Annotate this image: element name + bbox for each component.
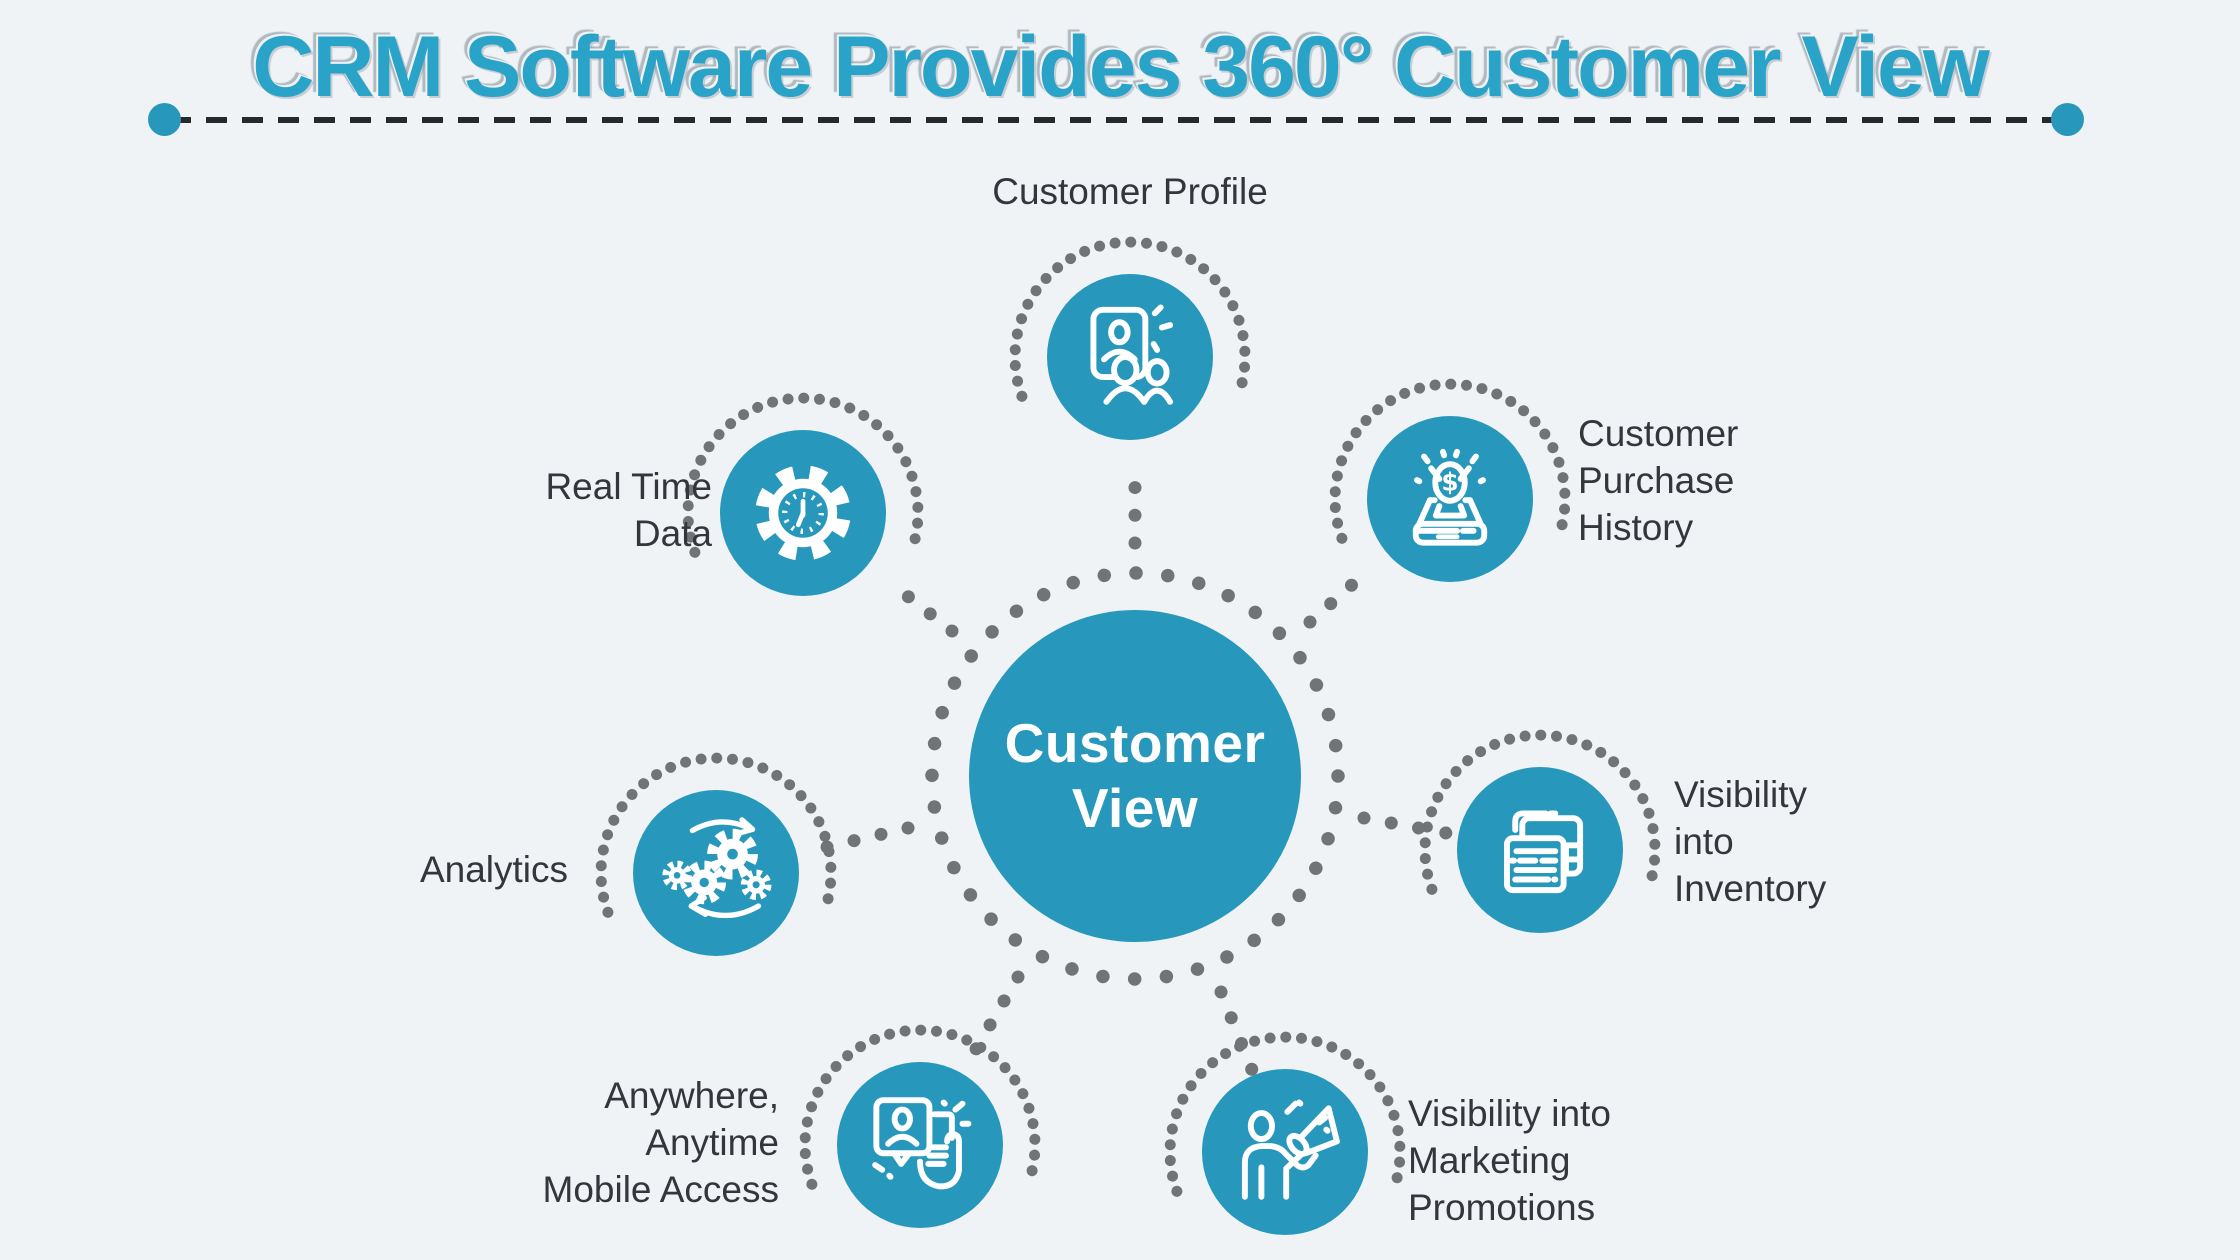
satellite-circle-marketing (1202, 1069, 1368, 1235)
connector-mobile-access (969, 970, 1025, 1056)
satellite-circle-real-time-data (720, 430, 886, 596)
realtime-gear-clock-icon (755, 465, 851, 561)
arc-marketing (1164, 1031, 1406, 1197)
customer-profile-icon (1090, 304, 1174, 405)
arc-analytics (595, 752, 837, 918)
purchase-history-icon: $ (1412, 448, 1488, 546)
title-underline (148, 103, 2084, 136)
line-end-dot-right (2051, 103, 2084, 136)
satellite-label-inventory: Visibility into Inventory (1674, 774, 1827, 909)
hub-dotted-ring (925, 566, 1345, 986)
satellite-label-purchase-history: Customer Purchase History (1578, 413, 1739, 548)
arc-inventory (1419, 729, 1661, 895)
arc-real-time-data (682, 392, 924, 558)
satellite-circle-purchase-history: $ (1367, 416, 1533, 582)
analytics-gears-icon (662, 817, 772, 919)
mobile-access-icon (872, 1097, 972, 1190)
arc-purchase-history (1329, 378, 1571, 544)
megaphone-person-icon (1241, 1099, 1340, 1200)
page-title: CRM Software Provides 360° Customer View (252, 19, 1990, 115)
satellite-label-marketing: Visibility into Marketing Promotions (1408, 1093, 1611, 1228)
satellite-circle-customer-profile (1047, 274, 1213, 440)
hub-circle: Customer View (969, 610, 1301, 942)
connector-real-time-data (880, 573, 959, 638)
connector-purchase-history (1303, 560, 1379, 629)
satellite-circle-mobile-access (837, 1062, 1003, 1228)
arc-customer-profile (1009, 236, 1251, 402)
satellite-label-customer-profile: Customer Profile (992, 171, 1268, 212)
satellite-circle-analytics (633, 790, 799, 956)
satellite-circle-inventory (1457, 767, 1623, 933)
satellite-label-real-time-data: Real Time Data (545, 466, 712, 554)
line-end-dot-left (148, 103, 181, 136)
arc-mobile-access (799, 1024, 1041, 1190)
hub-label: Customer View (1004, 712, 1266, 839)
svg-text:$: $ (1441, 468, 1458, 497)
inventory-documents-icon (1504, 810, 1584, 894)
satellite-label-mobile-access: Anywhere, Anytime Mobile Access (542, 1075, 780, 1210)
satellite-arcs (595, 236, 1661, 1197)
connector-inventory (1357, 811, 1453, 840)
connector-analytics (820, 821, 915, 854)
satellite-label-analytics: Analytics (419, 849, 568, 890)
